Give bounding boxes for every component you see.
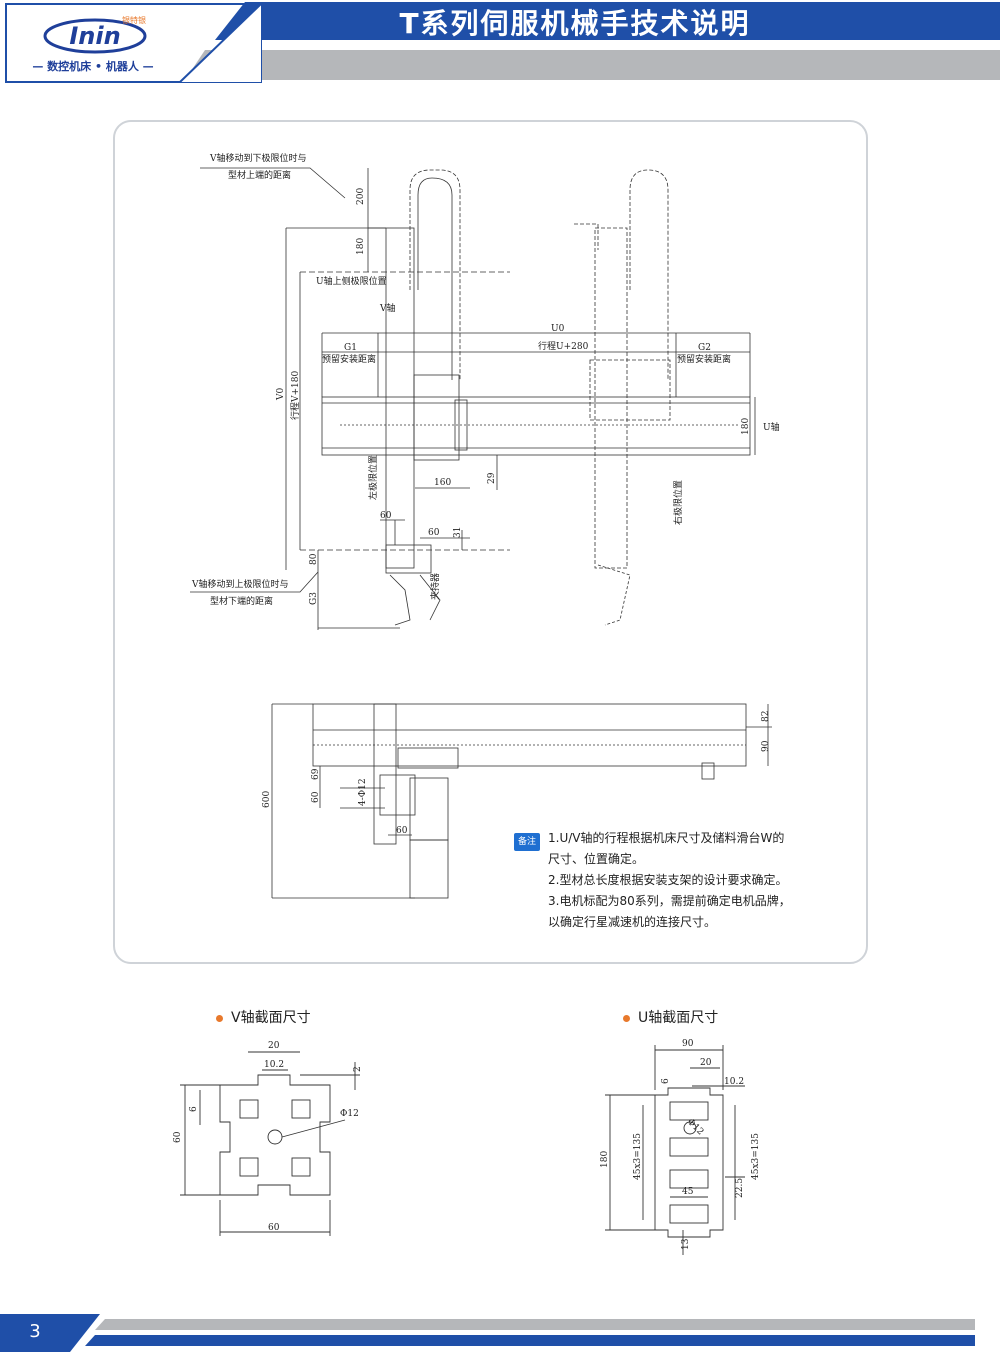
note-line: 3.电机标配为80系列，需提前确定电机品牌， — [548, 894, 791, 908]
svg-text:180: 180 — [356, 238, 366, 255]
svg-text:右极限位置: 右极限位置 — [672, 480, 684, 525]
svg-text:预留安装距离: 预留安装距离 — [322, 353, 376, 365]
logo-icon: Inin 银特银 — [43, 15, 147, 54]
note-line: 1.U/V轴的行程根据机床尺寸及储料滑台W的 — [548, 831, 785, 845]
svg-text:U0: U0 — [551, 324, 565, 334]
svg-text:V0: V0 — [276, 388, 286, 401]
svg-text:60: 60 — [268, 1223, 280, 1233]
u-section-labels: 90 20 6 10.2 Φ12 180 45x3=135 45x3=135 4… — [600, 1039, 761, 1250]
u-section-title: U轴截面尺寸 — [623, 1007, 718, 1027]
svg-text:4-Φ12: 4-Φ12 — [358, 778, 368, 806]
svg-text:G3: G3 — [309, 592, 319, 605]
top-view-labels: 82 90 600 69 60 60 4-Φ12 — [262, 711, 771, 836]
svg-text:夹持器: 夹持器 — [429, 573, 441, 600]
svg-text:行程U+280: 行程U+280 — [538, 340, 589, 352]
logo-subtitle: — 数控机床 • 机器人 — — [32, 60, 154, 73]
svg-text:6: 6 — [661, 1078, 671, 1084]
svg-text:型材下端的距离: 型材下端的距离 — [210, 595, 273, 607]
svg-text:G2: G2 — [698, 343, 711, 353]
svg-text:10.2: 10.2 — [724, 1077, 744, 1087]
svg-text:U轴: U轴 — [763, 421, 780, 433]
svg-text:V轴移动到下极限位时与: V轴移动到下极限位时与 — [209, 152, 307, 164]
svg-text:Φ12: Φ12 — [685, 1117, 705, 1137]
svg-text:60: 60 — [311, 791, 321, 803]
u-section-drawing — [605, 1045, 745, 1255]
v-section-drawing — [180, 1051, 360, 1236]
svg-text:60: 60 — [396, 826, 408, 836]
svg-text:Φ12: Φ12 — [340, 1109, 359, 1119]
svg-text:U轴上侧极限位置: U轴上侧极限位置 — [316, 275, 387, 287]
svg-text:600: 600 — [262, 791, 272, 808]
svg-text:6: 6 — [189, 1106, 199, 1112]
drawing-panel — [113, 120, 868, 964]
page-title: T系列伺服机械手技术说明 — [399, 7, 751, 40]
svg-text:180: 180 — [741, 418, 751, 435]
header-banner — [5, 2, 1000, 83]
svg-text:预留安装距离: 预留安装距离 — [677, 353, 731, 365]
svg-text:180: 180 — [600, 1151, 610, 1168]
svg-text:V轴: V轴 — [379, 302, 396, 314]
v-section-labels: 20 10.2 2 6 60 Φ12 60 — [173, 1041, 363, 1233]
note-badge: 备注 — [514, 833, 540, 851]
svg-text:行程V+180: 行程V+180 — [289, 371, 301, 420]
svg-text:200: 200 — [356, 188, 366, 205]
svg-text:13: 13 — [681, 1238, 691, 1250]
svg-text:45x3=135: 45x3=135 — [633, 1133, 643, 1180]
note-line: 尺寸、位置确定。 — [548, 852, 645, 866]
svg-text:45x3=135: 45x3=135 — [751, 1133, 761, 1180]
svg-text:V轴移动到上极限位时与: V轴移动到上极限位时与 — [191, 578, 289, 590]
svg-text:10.2: 10.2 — [264, 1060, 284, 1070]
svg-text:80: 80 — [309, 553, 319, 565]
bullet-icon — [623, 1014, 630, 1022]
note-line: 2.型材总长度根据安装支架的设计要求确定。 — [548, 873, 788, 887]
bullet-icon — [216, 1014, 223, 1022]
svg-text:60: 60 — [428, 528, 440, 538]
footer-banner — [0, 1314, 975, 1352]
top-view-drawing — [271, 703, 772, 899]
svg-text:90: 90 — [761, 740, 771, 752]
svg-text:29: 29 — [487, 472, 497, 484]
svg-text:20: 20 — [700, 1058, 712, 1068]
svg-text:G1: G1 — [344, 343, 357, 353]
svg-text:22.5: 22.5 — [735, 1178, 745, 1198]
svg-text:Inin: Inin — [69, 22, 120, 50]
svg-text:左极限位置: 左极限位置 — [367, 455, 379, 500]
svg-text:2: 2 — [353, 1066, 363, 1072]
svg-text:20: 20 — [268, 1041, 280, 1051]
svg-text:160: 160 — [434, 478, 451, 488]
svg-text:60: 60 — [173, 1131, 183, 1143]
notes-list: 1.U/V轴的行程根据机床尺寸及储料滑台W的 尺寸、位置确定。 2.型材总长度根… — [548, 828, 808, 933]
page-number: 3 — [29, 1321, 41, 1342]
svg-text:69: 69 — [311, 768, 321, 780]
svg-text:90: 90 — [682, 1039, 694, 1049]
note-line: 以确定行星减速机的连接尺寸。 — [548, 915, 717, 929]
front-view-drawing — [190, 167, 756, 630]
v-section-title: V轴截面尺寸 — [216, 1007, 311, 1027]
svg-text:31: 31 — [453, 527, 463, 538]
svg-text:银特银: 银特银 — [122, 15, 146, 25]
svg-text:82: 82 — [761, 711, 771, 722]
svg-text:60: 60 — [380, 511, 392, 521]
front-view-labels: V轴移动到下极限位时与 型材上端的距离 U轴上侧极限位置 V轴 U0 G1 G2… — [191, 152, 780, 607]
svg-text:型材上端的距离: 型材上端的距离 — [228, 169, 291, 181]
svg-text:45: 45 — [682, 1187, 694, 1197]
